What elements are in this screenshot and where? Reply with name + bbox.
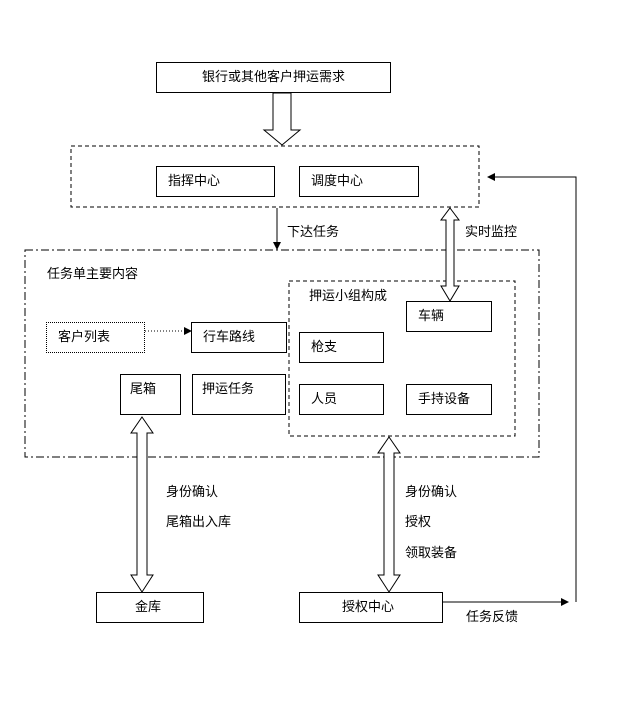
gun-label: 枪支 bbox=[311, 340, 338, 355]
request-node: 银行或其他客户押运需求 bbox=[156, 62, 391, 93]
request-block-arrow bbox=[262, 92, 302, 146]
customer-list-node: 客户列表 bbox=[46, 322, 145, 353]
escort-team-title: 押运小组构成 bbox=[309, 289, 388, 304]
personnel-label: 人员 bbox=[311, 392, 338, 407]
center-group-frame bbox=[70, 145, 480, 208]
route-label: 行车路线 bbox=[203, 330, 256, 345]
route-node: 行车路线 bbox=[191, 322, 287, 353]
tailbox-vault-double-arrow bbox=[130, 416, 154, 593]
team-auth-double-arrow bbox=[377, 436, 401, 593]
auth-center-label: 授权中心 bbox=[342, 600, 395, 615]
identity-confirm-left-label: 身份确认 bbox=[166, 485, 219, 500]
handheld-node: 手持设备 bbox=[406, 384, 492, 415]
auth-center-node: 授权中心 bbox=[299, 592, 443, 623]
vault-label: 金库 bbox=[135, 600, 162, 615]
feedback-line-loop bbox=[487, 173, 577, 602]
handheld-label: 手持设备 bbox=[418, 392, 471, 407]
gun-node: 枪支 bbox=[299, 332, 384, 363]
issue-task-label: 下达任务 bbox=[287, 225, 340, 240]
vehicle-label: 车辆 bbox=[418, 309, 445, 324]
dispatch-center-label: 调度中心 bbox=[311, 174, 364, 189]
identity-confirm-right-label: 身份确认 bbox=[405, 485, 458, 500]
task-feedback-label: 任务反馈 bbox=[466, 610, 519, 625]
command-center-node: 指挥中心 bbox=[156, 166, 275, 197]
escort-task-node: 押运任务 bbox=[192, 374, 286, 415]
tail-box-label: 尾箱 bbox=[130, 382, 157, 397]
authorize-label: 授权 bbox=[405, 515, 432, 530]
command-center-label: 指挥中心 bbox=[168, 174, 221, 189]
tailbox-in-out-label: 尾箱出入库 bbox=[166, 515, 232, 530]
receive-equipment-label: 领取装备 bbox=[405, 546, 458, 561]
vault-node: 金库 bbox=[96, 592, 204, 623]
request-node-label: 银行或其他客户押运需求 bbox=[201, 70, 345, 85]
monitor-double-arrow bbox=[440, 207, 460, 302]
task-content-title: 任务单主要内容 bbox=[47, 267, 139, 282]
dispatch-center-node: 调度中心 bbox=[299, 166, 419, 197]
tail-box-node: 尾箱 bbox=[120, 374, 181, 415]
vehicle-node: 车辆 bbox=[406, 301, 492, 332]
realtime-monitor-label: 实时监控 bbox=[465, 225, 518, 240]
task-content-frame bbox=[24, 249, 540, 458]
escort-team-frame bbox=[288, 280, 516, 437]
personnel-node: 人员 bbox=[299, 384, 384, 415]
escort-task-label: 押运任务 bbox=[202, 382, 255, 397]
customer-list-label: 客户列表 bbox=[58, 330, 111, 345]
